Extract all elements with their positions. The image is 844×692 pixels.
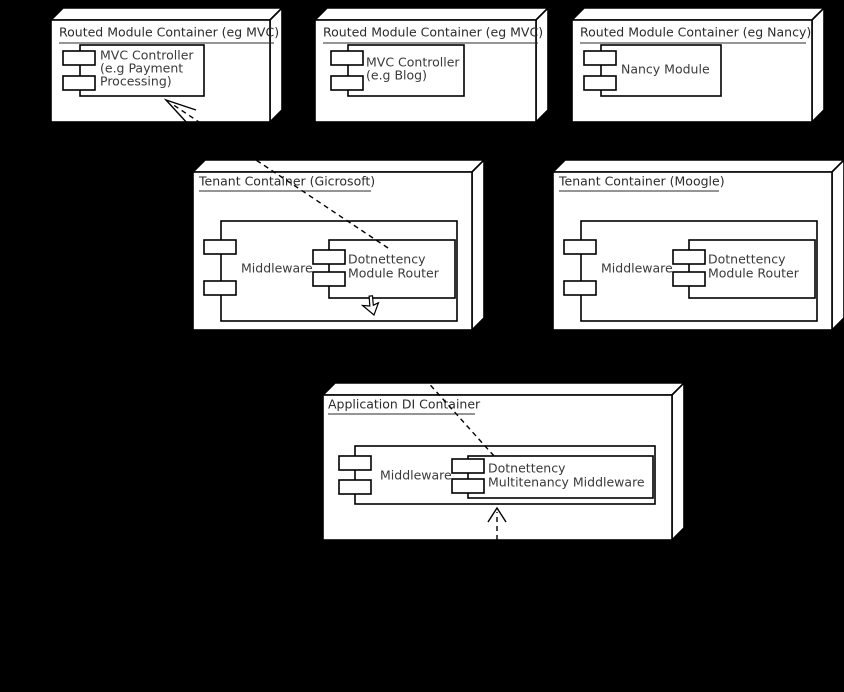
container-title-routed-nancy: Routed Module Container (eg Nancy) [580,25,811,40]
component-label-line2: Multitenancy Middleware [488,475,645,490]
component-port-upper [563,239,597,255]
component-dotnettency-multitenancy-middleware[interactable]: Dotnettency Multitenancy Middleware [451,455,654,499]
component-port-upper [672,249,706,265]
container-top-face [49,7,284,21]
component-label-line1: Dotnettency [488,461,566,476]
mouse-pointer-icon [360,295,380,317]
container-top-face [191,159,486,173]
container-routed-nancy[interactable]: Routed Module Container (eg Nancy) Nancy… [570,6,826,124]
component-body [467,455,654,499]
dependency-gicrosoft-router-to-mvc-payment [163,98,389,249]
component-label-line1: Dotnettency [708,252,786,267]
component-body [347,44,465,97]
component-port-upper [451,458,485,474]
component-port-lower [583,75,617,91]
component-dotnettency-module-router-moogle[interactable]: Dotnettency Module Router [672,239,816,299]
container-right-face [671,381,685,542]
component-port-upper [583,50,617,66]
container-right-face [831,158,844,332]
container-title-application-di: Application DI Container [328,397,481,412]
component-label-line2: (e.g Payment [100,61,183,76]
component-port-upper [330,50,364,66]
container-application-di[interactable]: Application DI Container Middleware Dotn… [321,381,686,542]
container-top-face [321,382,686,396]
container-tenant-gicrosoft[interactable]: Tenant Container (Gicrosoft) Middleware … [191,158,486,332]
dependency-arrowhead [487,506,507,523]
component-port-upper [338,455,372,471]
dependency-into-application-di [487,506,507,540]
container-routed-mvc-blog[interactable]: Routed Module Container (eg MVC) MVC Con… [313,6,550,124]
container-routed-mvc-payment[interactable]: Routed Module Container (eg MVC) MVC Con… [49,6,284,124]
container-title-tenant-moogle: Tenant Container (Moogle) [558,174,725,189]
component-label-middleware: Middleware [380,468,452,483]
component-port-lower [203,280,237,296]
component-label-line2: Module Router [348,266,440,281]
component-port-lower [672,271,706,287]
component-label-middleware: Middleware [601,261,673,276]
container-top-face [313,7,550,21]
component-nancy-module[interactable]: Nancy Module [583,44,722,97]
component-port-lower [330,75,364,91]
component-body [600,44,722,97]
cursor-arrow-shape [360,295,380,317]
container-top-face [551,159,844,173]
component-label-line2: Module Router [708,266,800,281]
container-top-face [570,7,826,21]
container-right-face [811,6,825,124]
container-right-face [471,158,485,332]
component-port-upper [312,249,346,265]
component-body [328,239,456,299]
component-port-lower [338,479,372,495]
dependency-line [171,103,389,249]
component-label-line1: Dotnettency [348,252,426,267]
component-port-lower [62,75,96,91]
component-port-upper [62,50,96,66]
component-label-line2: (e.g Blog) [366,68,427,83]
container-title-routed-mvc-payment: Routed Module Container (eg MVC) [59,25,279,40]
component-label-middleware: Middleware [241,261,313,276]
component-label-line1: MVC Controller [366,55,460,70]
container-tenant-moogle[interactable]: Tenant Container (Moogle) Middleware Dot… [551,158,844,332]
component-label-line1: MVC Controller [100,48,194,63]
component-port-lower [563,280,597,296]
dependency-arrowhead [163,98,197,125]
component-label-line3: Processing) [100,74,172,89]
component-dotnettency-module-router-gicrosoft[interactable]: Dotnettency Module Router [312,239,456,299]
container-title-routed-mvc-blog: Routed Module Container (eg MVC) [323,25,543,40]
component-body [688,239,816,299]
component-port-lower [312,271,346,287]
component-label-line1: Nancy Module [621,62,710,77]
component-body [79,44,205,97]
component-port-lower [451,478,485,494]
component-mvc-controller-payment[interactable]: MVC Controller (e.g Payment Processing) [62,44,205,97]
component-mvc-controller-blog[interactable]: MVC Controller (e.g Blog) [330,44,465,97]
component-port-upper [203,239,237,255]
